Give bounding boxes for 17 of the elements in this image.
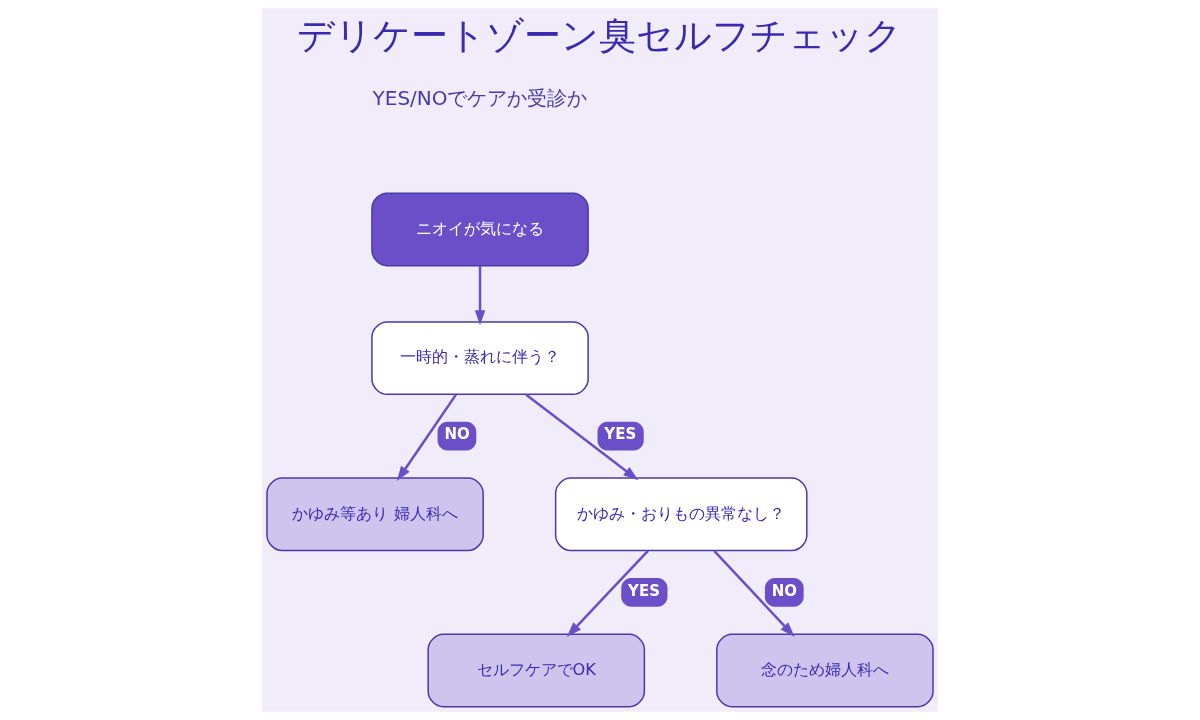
arrow: [525, 393, 639, 481]
arrow: [396, 393, 457, 482]
node-box: ニオイが気になる: [371, 192, 589, 267]
node-box: かゆみ・おりもの異常なし？: [554, 477, 808, 552]
edge-label: NO: [771, 581, 798, 600]
node-box: 一時的・蒸れに伴う？: [371, 321, 589, 396]
diagram-title: デリケートゾーン臭セルフチェック: [297, 13, 903, 58]
label: YES/NOでケアか受診か: [372, 86, 588, 111]
edge-label: YES: [628, 581, 661, 600]
arrow: [474, 265, 486, 326]
node-box: 念のため婦人科へ: [716, 633, 934, 708]
arrow: [713, 549, 795, 637]
edge-label: NO: [444, 425, 470, 444]
node-box: かゆみ等あり 婦人科へ: [266, 477, 484, 552]
edge-label: YES: [604, 425, 637, 444]
node-box: セルフケアでOK: [427, 633, 646, 708]
arrow: [566, 549, 649, 637]
